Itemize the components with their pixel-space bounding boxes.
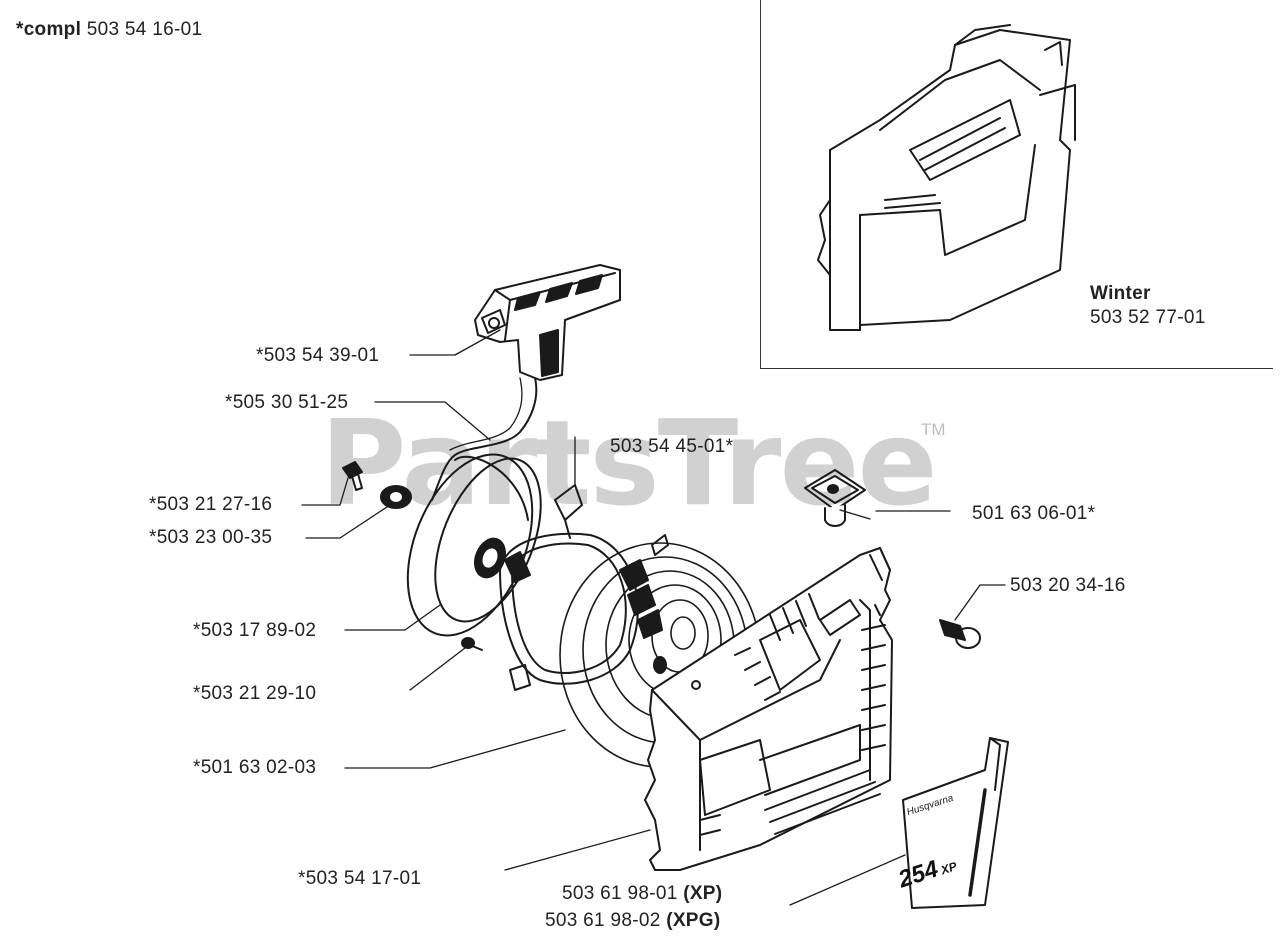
decal-drawing (902, 737, 1009, 909)
label-spring: *501 63 02-03 (193, 757, 317, 778)
label-decal-xpg: 503 61 98-02 (XPG) (545, 910, 720, 932)
trademark-mark: TM (921, 420, 946, 439)
washer-drawing (380, 485, 412, 509)
decal-xpg-number: 503 61 98-02 (545, 910, 661, 931)
label-handle: *503 54 39-01 (256, 345, 380, 366)
label-pulley: *503 17 89-02 (193, 620, 317, 641)
label-small-screw: *503 21 29-10 (193, 683, 317, 704)
starter-handle-drawing (474, 264, 621, 381)
pawl-plate-drawing (499, 484, 639, 691)
label-screw: *503 21 27-16 (149, 494, 273, 515)
grommet-drawing (804, 469, 866, 527)
label-housing: *503 54 17-01 (298, 868, 422, 889)
compl-prefix: *compl (16, 19, 82, 40)
starter-rope-drawing (431, 377, 538, 501)
bolt-drawing (939, 619, 981, 649)
label-pawl-plate: 503 54 45-01* (610, 436, 734, 457)
inset-title: Winter (1090, 283, 1151, 304)
watermark: PartsTree (320, 394, 938, 532)
inset-frame (760, 0, 1273, 369)
compl-number: 503 54 16-01 (86, 19, 203, 40)
decal-xpg-suffix: (XPG) (666, 910, 721, 931)
inset-part-number: 503 52 77-01 (1090, 307, 1206, 328)
label-grommet: 501 63 06-01* (972, 503, 1096, 524)
label-rope: *505 30 51-25 (225, 392, 349, 413)
leader-lines (301, 329, 1006, 906)
assembly-label: *compl 503 54 16-01 (16, 19, 202, 41)
decal-xp-suffix: (XP) (683, 883, 723, 904)
small-screw-drawing (651, 534, 669, 556)
label-bolt: 503 20 34-16 (1010, 575, 1126, 596)
winter-cover-drawing (817, 24, 1076, 331)
decal-xp-number: 503 61 98-01 (562, 883, 678, 904)
small-screw-lower-drawing (461, 637, 483, 651)
starter-housing-drawing (644, 547, 893, 871)
pulley-drawing (406, 453, 542, 637)
screw-drawing (342, 461, 363, 491)
label-washer: *503 23 00-35 (149, 527, 273, 548)
label-decal-xp: 503 61 98-01 (XP) (562, 883, 722, 905)
